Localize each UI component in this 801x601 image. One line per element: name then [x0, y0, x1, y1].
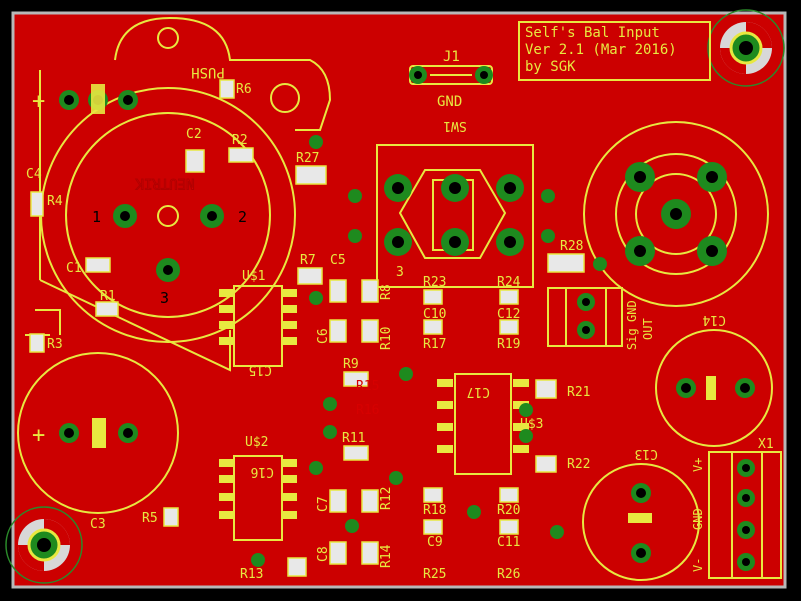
label-r5: R5: [142, 511, 158, 526]
smd-pads: [29, 79, 585, 577]
label-r18: R18: [423, 503, 446, 518]
label-r1: R1: [100, 289, 116, 304]
ic-u2: [219, 455, 297, 541]
cap-c3: [17, 352, 179, 514]
label-r22: R22: [567, 457, 590, 472]
label-u2: U$2: [245, 435, 268, 450]
label-c5: C5: [330, 253, 346, 268]
cap-c14: [655, 329, 773, 447]
label-c11: C11: [497, 535, 520, 550]
x1-label: X1: [758, 437, 774, 452]
out-label: OUT: [641, 318, 655, 340]
label-r21: R21: [567, 385, 590, 400]
label-c8: C8: [316, 546, 331, 562]
title-line-2: Ver 2.1 (Mar 2016): [525, 42, 677, 58]
label-r8: R8: [379, 284, 394, 300]
label-c10: C10: [423, 307, 446, 322]
label-r28: R28: [560, 239, 583, 254]
sw1-label: SW1: [443, 118, 466, 133]
label-r15: R15: [356, 379, 379, 394]
c3-plus: +: [32, 423, 45, 448]
power-terminal-x1: [708, 451, 782, 579]
xlr-pin1-label: 1: [92, 208, 101, 226]
label-r2: R2: [232, 133, 248, 148]
label-r12: R12: [379, 487, 394, 510]
mount-hole-bottom-left: [5, 506, 83, 584]
j1-label: J1: [443, 49, 460, 65]
switch-sw1: [376, 144, 534, 288]
label-c2: C2: [186, 127, 202, 142]
label-r27: R27: [296, 151, 319, 166]
label-r19: R19: [497, 337, 520, 352]
ic-u1: [219, 285, 297, 367]
label-c17: C17: [467, 384, 490, 399]
label-c3: C3: [90, 517, 106, 532]
label-r20: R20: [497, 503, 520, 518]
xlr-neutrik-label: NEUTRIK: [135, 175, 195, 191]
gnd-out-label: GND: [625, 300, 639, 322]
cap-c13: [582, 463, 700, 581]
output-terminal: [547, 287, 623, 347]
vplus-label: V+: [691, 458, 705, 472]
label-r9: R9: [343, 357, 359, 372]
label-r25: R25: [423, 567, 446, 582]
label-u3: U$3: [520, 417, 543, 432]
title-line-1: Self's Bal Input: [525, 25, 660, 41]
label-c14: C14: [702, 312, 726, 327]
label-c13: C13: [635, 446, 658, 461]
c2-plus: +: [32, 89, 45, 114]
label-r11: R11: [342, 431, 365, 446]
title-line-3: by SGK: [525, 59, 576, 75]
output-jack: [583, 121, 769, 307]
label-r17: R17: [423, 337, 446, 352]
label-r7: R7: [300, 253, 316, 268]
label-r24: R24: [497, 275, 521, 290]
j1-gnd-label: GND: [437, 94, 462, 110]
ic-u3: [437, 373, 529, 475]
xlr-pins: [113, 204, 224, 282]
xlr-pin3-label: 3: [160, 289, 169, 307]
mount-hole-top-right: [707, 9, 785, 87]
label-c16: C16: [251, 464, 274, 479]
label-c9: C9: [427, 535, 443, 550]
label-r14: R14: [379, 544, 394, 568]
label-c1: C1: [66, 261, 82, 276]
jumper-j1: [409, 65, 493, 85]
label-c12: C12: [497, 307, 520, 322]
xlr-connector: [25, 16, 332, 372]
label-c15: C15: [249, 362, 272, 377]
label-u1: U$1: [242, 269, 265, 284]
ref-labels: R6 C2 R2 R27 C4 R4 C1 R1 R3 C3 R5 U$1 R7…: [26, 82, 726, 582]
label-c7: C7: [316, 496, 331, 512]
board-outline: [11, 11, 787, 589]
vias: [251, 135, 607, 567]
label-r13: R13: [240, 567, 263, 582]
label-r16: R16: [356, 403, 379, 418]
label-r3: R3: [47, 337, 63, 352]
label-c4: C4: [26, 167, 42, 182]
label-r6: R6: [236, 82, 252, 97]
gnd-x1-label: GND: [691, 508, 705, 530]
label-r10: R10: [379, 327, 394, 350]
label-r23: R23: [423, 275, 446, 290]
label-r4: R4: [47, 194, 63, 209]
xlr-push-label: PUSH: [191, 64, 225, 80]
vminus-label: V-: [691, 558, 705, 572]
cap-c2-body: [59, 84, 138, 114]
title-block: Self's Bal Input Ver 2.1 (Mar 2016) by S…: [518, 21, 711, 81]
label-c6: C6: [316, 328, 331, 344]
label-r26: R26: [497, 567, 520, 582]
sig-label: Sig: [625, 328, 639, 350]
sw1-pin3-label: 3: [396, 265, 404, 280]
xlr-pin2-label: 2: [238, 208, 247, 226]
